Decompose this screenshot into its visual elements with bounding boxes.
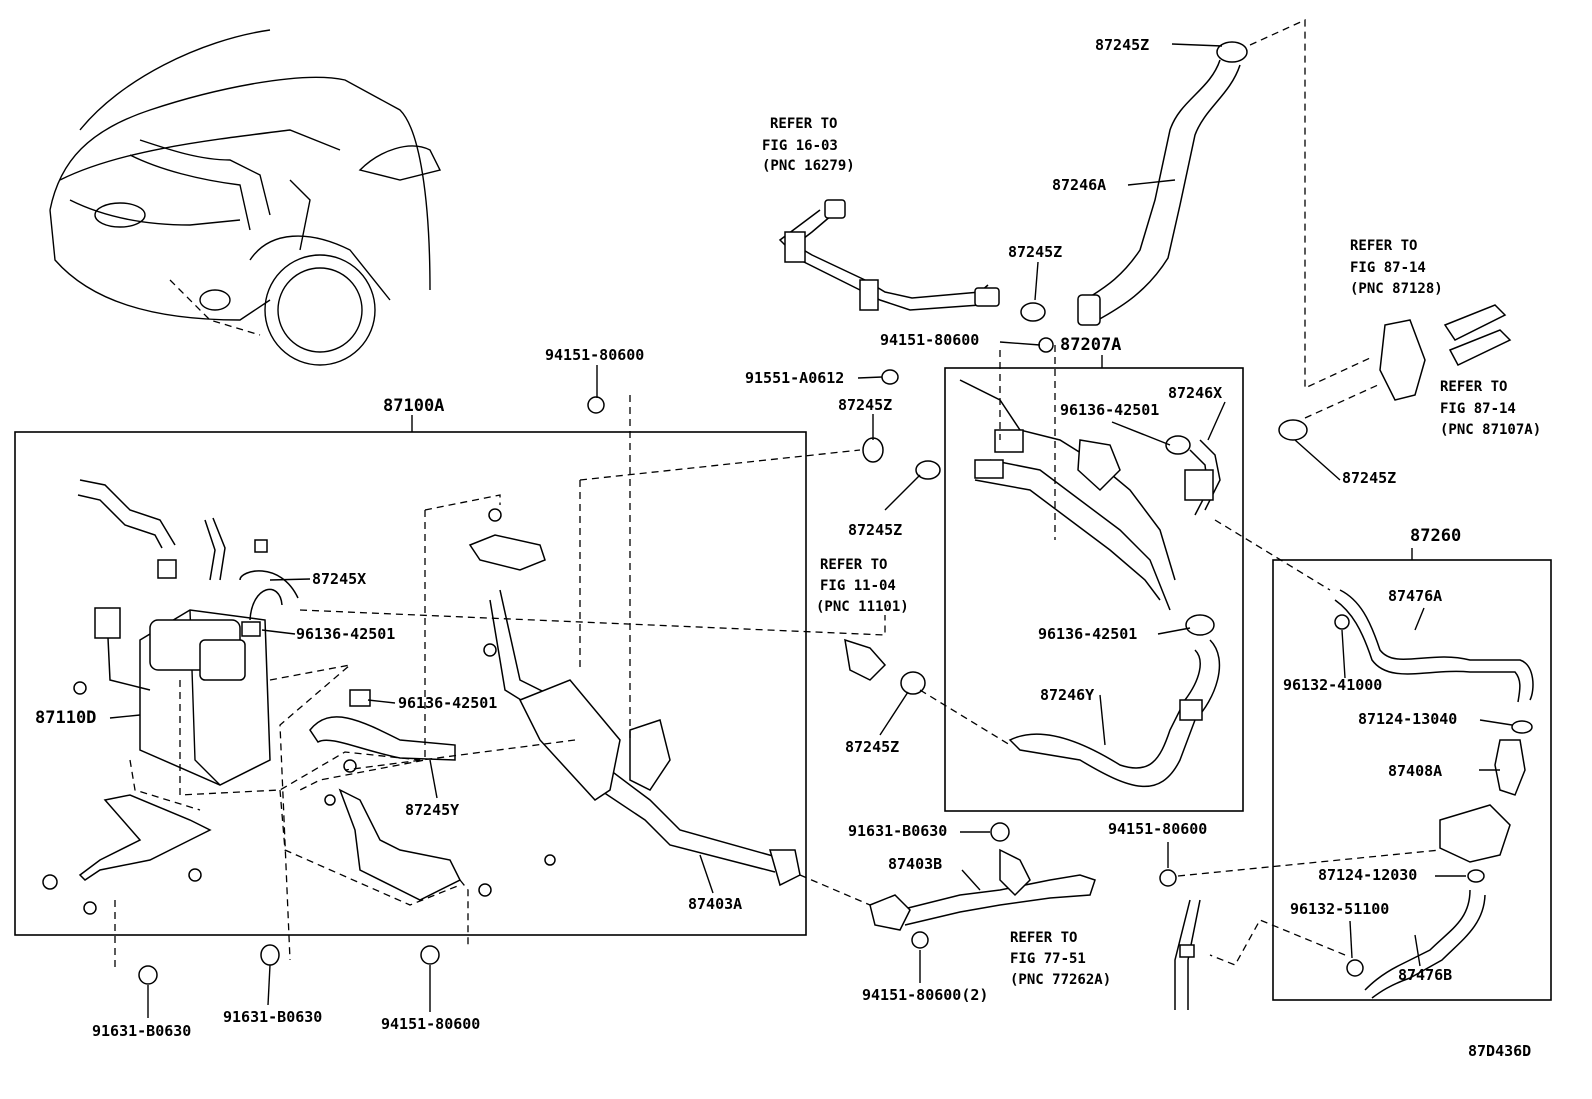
label-96132-51100: 96132-51100 — [1290, 900, 1389, 918]
exhaust-flange — [468, 534, 546, 571]
hose-87245x — [239, 570, 299, 621]
label-87245x: 87245X — [312, 570, 366, 588]
valve-87408a — [1494, 739, 1526, 796]
hose-top-left — [79, 479, 176, 546]
label-96136-42501-d: 96136-42501 — [398, 694, 497, 712]
label-87245y: 87245Y — [405, 801, 459, 819]
label-91631-b0630-l: 91631-B0630 — [92, 1022, 191, 1040]
label-91551-a0612: 91551-A0612 — [745, 369, 844, 387]
label-87403a: 87403A — [688, 895, 742, 913]
assembly-box-87207a — [944, 367, 1244, 812]
label-87207a: 87207A — [1060, 335, 1121, 355]
label-ref-77-51-l1: REFER TO — [1010, 930, 1077, 946]
hose-87476b — [1364, 889, 1471, 991]
heater-unit-87110d — [94, 607, 271, 786]
label-87110d: 87110D — [35, 708, 96, 728]
hose-87245y — [309, 716, 456, 761]
label-ref-11-04-l3: (PNC 11101) — [816, 599, 909, 615]
label-94151-80600-2: 94151-80600(2) — [862, 986, 988, 1004]
label-ref-11-04-l1: REFER TO — [820, 557, 887, 573]
label-87245z-mid: 87245Z — [1008, 243, 1062, 261]
label-ref-87-14b-l2: FIG 87-14 — [1440, 401, 1516, 417]
part-labels: 87245Z 87246A REFER TO FIG 16-03 (PNC 16… — [35, 36, 1541, 1060]
pipe-87403b — [899, 874, 1096, 926]
label-87246x: 87246X — [1168, 384, 1222, 402]
label-87403b: 87403B — [888, 855, 942, 873]
label-87246y: 87246Y — [1040, 686, 1094, 704]
assembly-box-87100a — [14, 431, 807, 936]
label-ref-87-14a-l2: FIG 87-14 — [1350, 260, 1426, 276]
clamp-87245z-mid — [1020, 302, 1046, 322]
label-94151-80600-top: 94151-80600 — [880, 331, 979, 349]
bracket-87408a — [1439, 804, 1511, 863]
valve-ref-11-04 — [844, 638, 887, 681]
label-96136-42501-b: 96136-42501 — [296, 625, 395, 643]
label-ref-16-03-l3: (PNC 16279) — [762, 158, 855, 174]
label-87476b: 87476B — [1398, 966, 1452, 984]
grommet-ref-87-14 — [1379, 319, 1426, 401]
label-ref-87-14b-l3: (PNC 87107A) — [1440, 422, 1541, 438]
label-96132-41000: 96132-41000 — [1283, 676, 1382, 694]
label-ref-87-14a-l1: REFER TO — [1350, 238, 1417, 254]
label-87124-12030: 87124-12030 — [1318, 866, 1417, 884]
label-ref-77-51-l2: FIG 77-51 — [1010, 951, 1086, 967]
label-91631-b0630-top: 91631-B0630 — [848, 822, 947, 840]
hose-87476a — [1339, 589, 1534, 701]
hose-87246a — [1084, 59, 1221, 301]
label-87260: 87260 — [1410, 526, 1461, 546]
label-87408a: 87408A — [1388, 762, 1442, 780]
label-96136-42501-c: 96136-42501 — [1038, 625, 1137, 643]
label-87246a: 87246A — [1052, 176, 1106, 194]
vehicle-sketch — [49, 29, 442, 366]
label-91631-b0630-m: 91631-B0630 — [223, 1008, 322, 1026]
label-87245z-b: 87245Z — [838, 396, 892, 414]
bracket-lower-mid — [338, 788, 462, 901]
label-ref-77-51-l3: (PNC 77262A) — [1010, 972, 1111, 988]
label-87245z-top: 87245Z — [1095, 36, 1149, 54]
label-94151-80600-bot: 94151-80600 — [381, 1015, 480, 1033]
label-ref-87-14b-l1: REFER TO — [1440, 379, 1507, 395]
label-94151-80600-mid: 94151-80600 — [1108, 820, 1207, 838]
label-87245z-d: 87245Z — [845, 738, 899, 756]
label-87100a: 87100A — [383, 396, 444, 416]
label-ref-11-04-l2: FIG 11-04 — [820, 578, 896, 594]
label-94151-80600-left: 94151-80600 — [545, 346, 644, 364]
bracket-lower-left — [78, 794, 212, 881]
label-87245z-right: 87245Z — [1342, 469, 1396, 487]
pipe-ref-77-51 — [1174, 899, 1201, 1010]
pipe-ref-16-03 — [778, 209, 991, 311]
label-96136-42501-a: 96136-42501 — [1060, 401, 1159, 419]
label-87245z-c: 87245Z — [848, 521, 902, 539]
label-87476a: 87476A — [1388, 587, 1442, 605]
leader-lines — [109, 43, 1513, 1018]
label-87124-13040: 87124-13040 — [1358, 710, 1457, 728]
label-ref-16-03-l1: REFER TO — [770, 116, 837, 132]
diagram-code: 87D436D — [1468, 1042, 1531, 1060]
label-ref-87-14a-l3: (PNC 87128) — [1350, 281, 1443, 297]
label-ref-16-03-l2: FIG 16-03 — [762, 138, 838, 154]
